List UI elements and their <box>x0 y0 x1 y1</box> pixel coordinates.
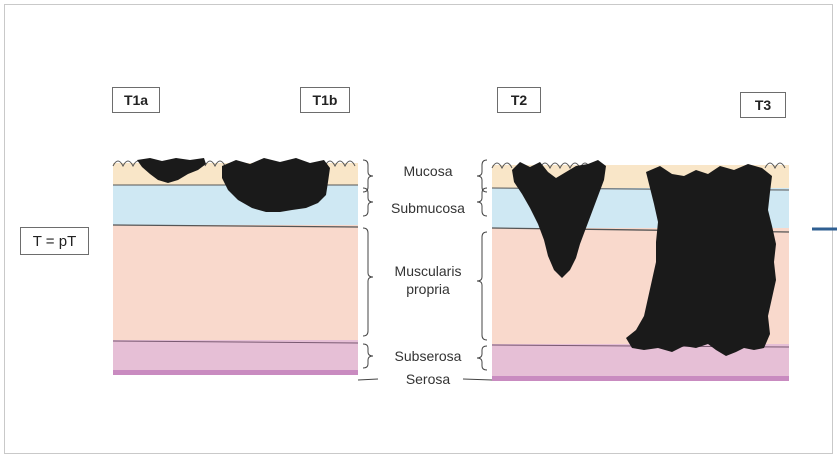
label-mucosa: Mucosa <box>378 162 478 180</box>
t-equals-pt-label: T = pT <box>20 227 89 255</box>
label-submucosa: Submucosa <box>374 199 482 217</box>
right-serosa-layer <box>492 376 789 381</box>
label-serosa: Serosa <box>378 370 478 388</box>
label-muscularis: Muscularis propria <box>374 262 482 298</box>
label-muscularis-line1: Muscularis <box>374 262 482 280</box>
stage-label-t1b: T1b <box>300 87 350 113</box>
stage-label-t1a: T1a <box>112 87 160 113</box>
left-muscularis-layer <box>113 225 358 340</box>
left-subserosa-layer <box>113 340 358 370</box>
stage-label-t2: T2 <box>497 87 541 113</box>
stage-label-t3: T3 <box>740 92 786 118</box>
label-subserosa: Subserosa <box>374 347 482 365</box>
left-serosa-layer <box>113 370 358 375</box>
label-muscularis-line2: propria <box>374 280 482 298</box>
